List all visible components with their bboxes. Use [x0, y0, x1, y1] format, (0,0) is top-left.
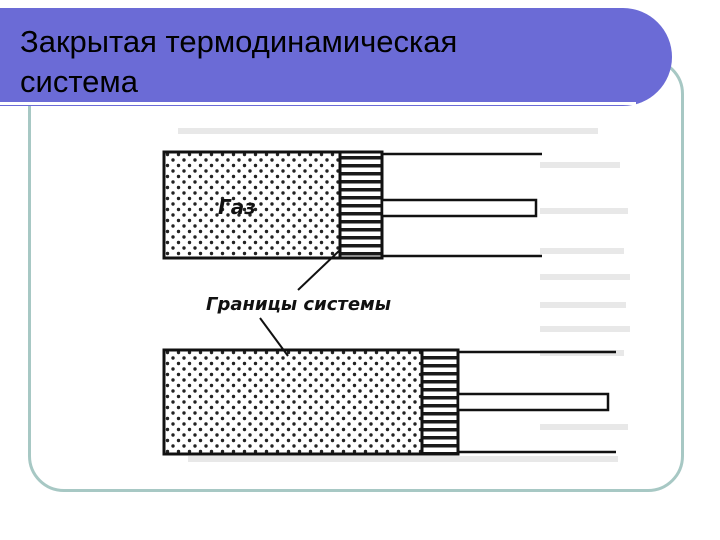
boundary-leader-top [297, 249, 341, 291]
slide-title-line-1: Закрытая термодинамическая [20, 24, 458, 59]
cylinder-diagram: Газ Границы системы [148, 124, 636, 474]
system-boundary-label: Границы системы [206, 294, 391, 315]
title-banner: Закрытая термодинамическая система [0, 8, 672, 106]
top-piston-hatching [338, 150, 384, 260]
gas-label: Газ [218, 195, 256, 219]
top-cylinder [162, 150, 542, 260]
slide-title-line-2: система [20, 64, 138, 99]
bottom-piston-hatching [420, 348, 460, 456]
bottom-gas-chamber [162, 348, 424, 456]
boundary-leader-bottom [259, 317, 289, 357]
bottom-cylinder [162, 348, 616, 456]
bottom-piston-rod [456, 392, 610, 412]
top-piston-rod [380, 198, 538, 218]
slide-title: Закрытая термодинамическая система [20, 22, 457, 102]
title-underline [0, 102, 636, 105]
cylinder-diagram-svg: Газ Границы системы [162, 128, 630, 462]
